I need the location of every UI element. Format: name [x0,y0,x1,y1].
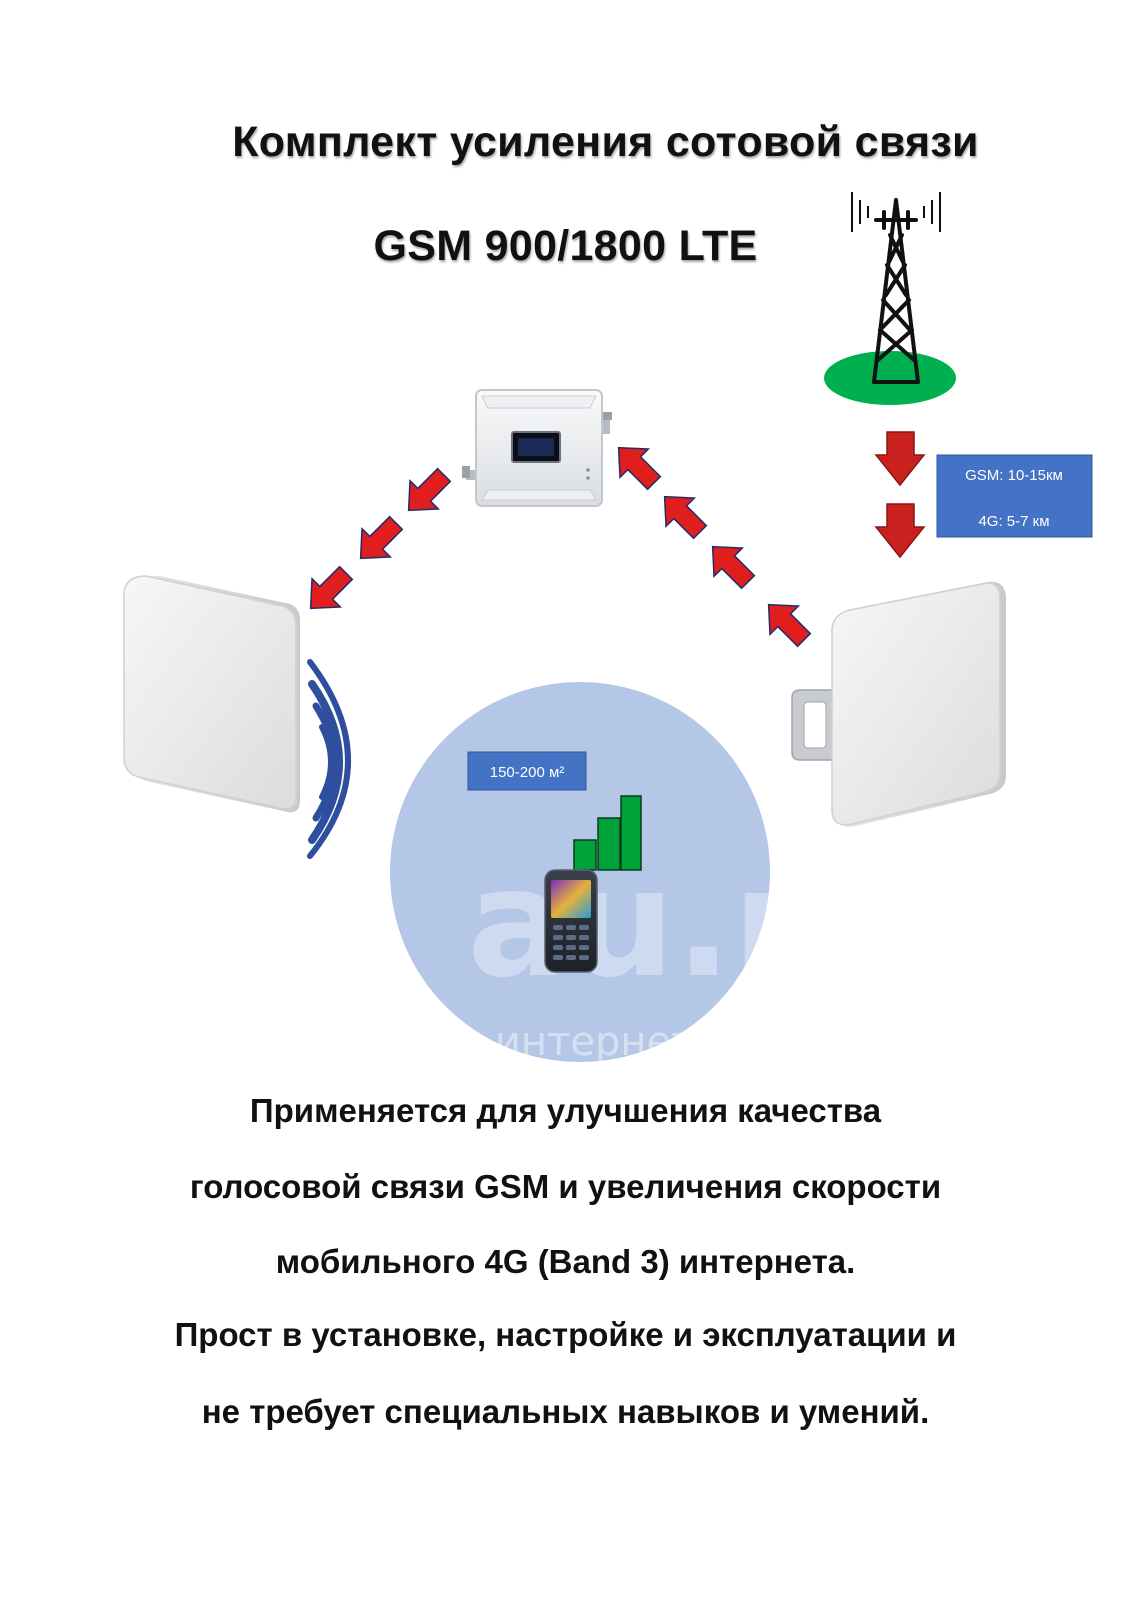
mobile-phone-icon [545,870,597,972]
repeater-icon [462,390,612,506]
outdoor-panel-antenna-icon [792,582,1006,827]
cell-tower-icon [824,192,956,405]
watermark: au.ru интернет-аукцион [467,837,913,1065]
uplink-feed-arrows [604,433,818,654]
coverage-label-text: 150-200 м² [490,764,565,781]
arrow-icon [296,559,360,623]
description-line-5: не требует специальных навыков и умений. [0,1393,1131,1431]
down-arrow-icon [876,504,924,557]
downlink-arrows [876,432,924,557]
arrow-icon [650,482,714,546]
range-4g-text: 4G: 5-7 км [978,513,1049,530]
arrow-icon [698,532,762,596]
description-line-3: мобильного 4G (Band 3) интернета. [0,1243,1131,1281]
indoor-panel-antenna-icon [124,576,300,812]
description-line-1: Применяется для улучшения качества [0,1092,1131,1130]
range-gsm-text: GSM: 10-15км [965,467,1063,484]
watermark-logo: au.ru [467,837,913,1011]
arrow-icon [604,433,668,497]
range-info-box: GSM: 10-15км 4G: 5-7 км [937,455,1092,537]
description-line-2: голосовой связи GSM и увеличения скорост… [0,1168,1131,1206]
arrow-icon [754,590,818,654]
arrow-icon [394,461,458,525]
down-arrow-icon [876,432,924,485]
description-line-4: Прост в установке, настройке и эксплуата… [0,1316,1131,1354]
indoor-feed-arrows [296,461,458,623]
coverage-label-box: 150-200 м² [468,752,586,790]
ground-ellipse [824,351,956,405]
radio-waves-icon [310,662,348,856]
watermark-tagline: интернет-аукцион [495,1019,885,1065]
arrow-icon [346,509,410,573]
